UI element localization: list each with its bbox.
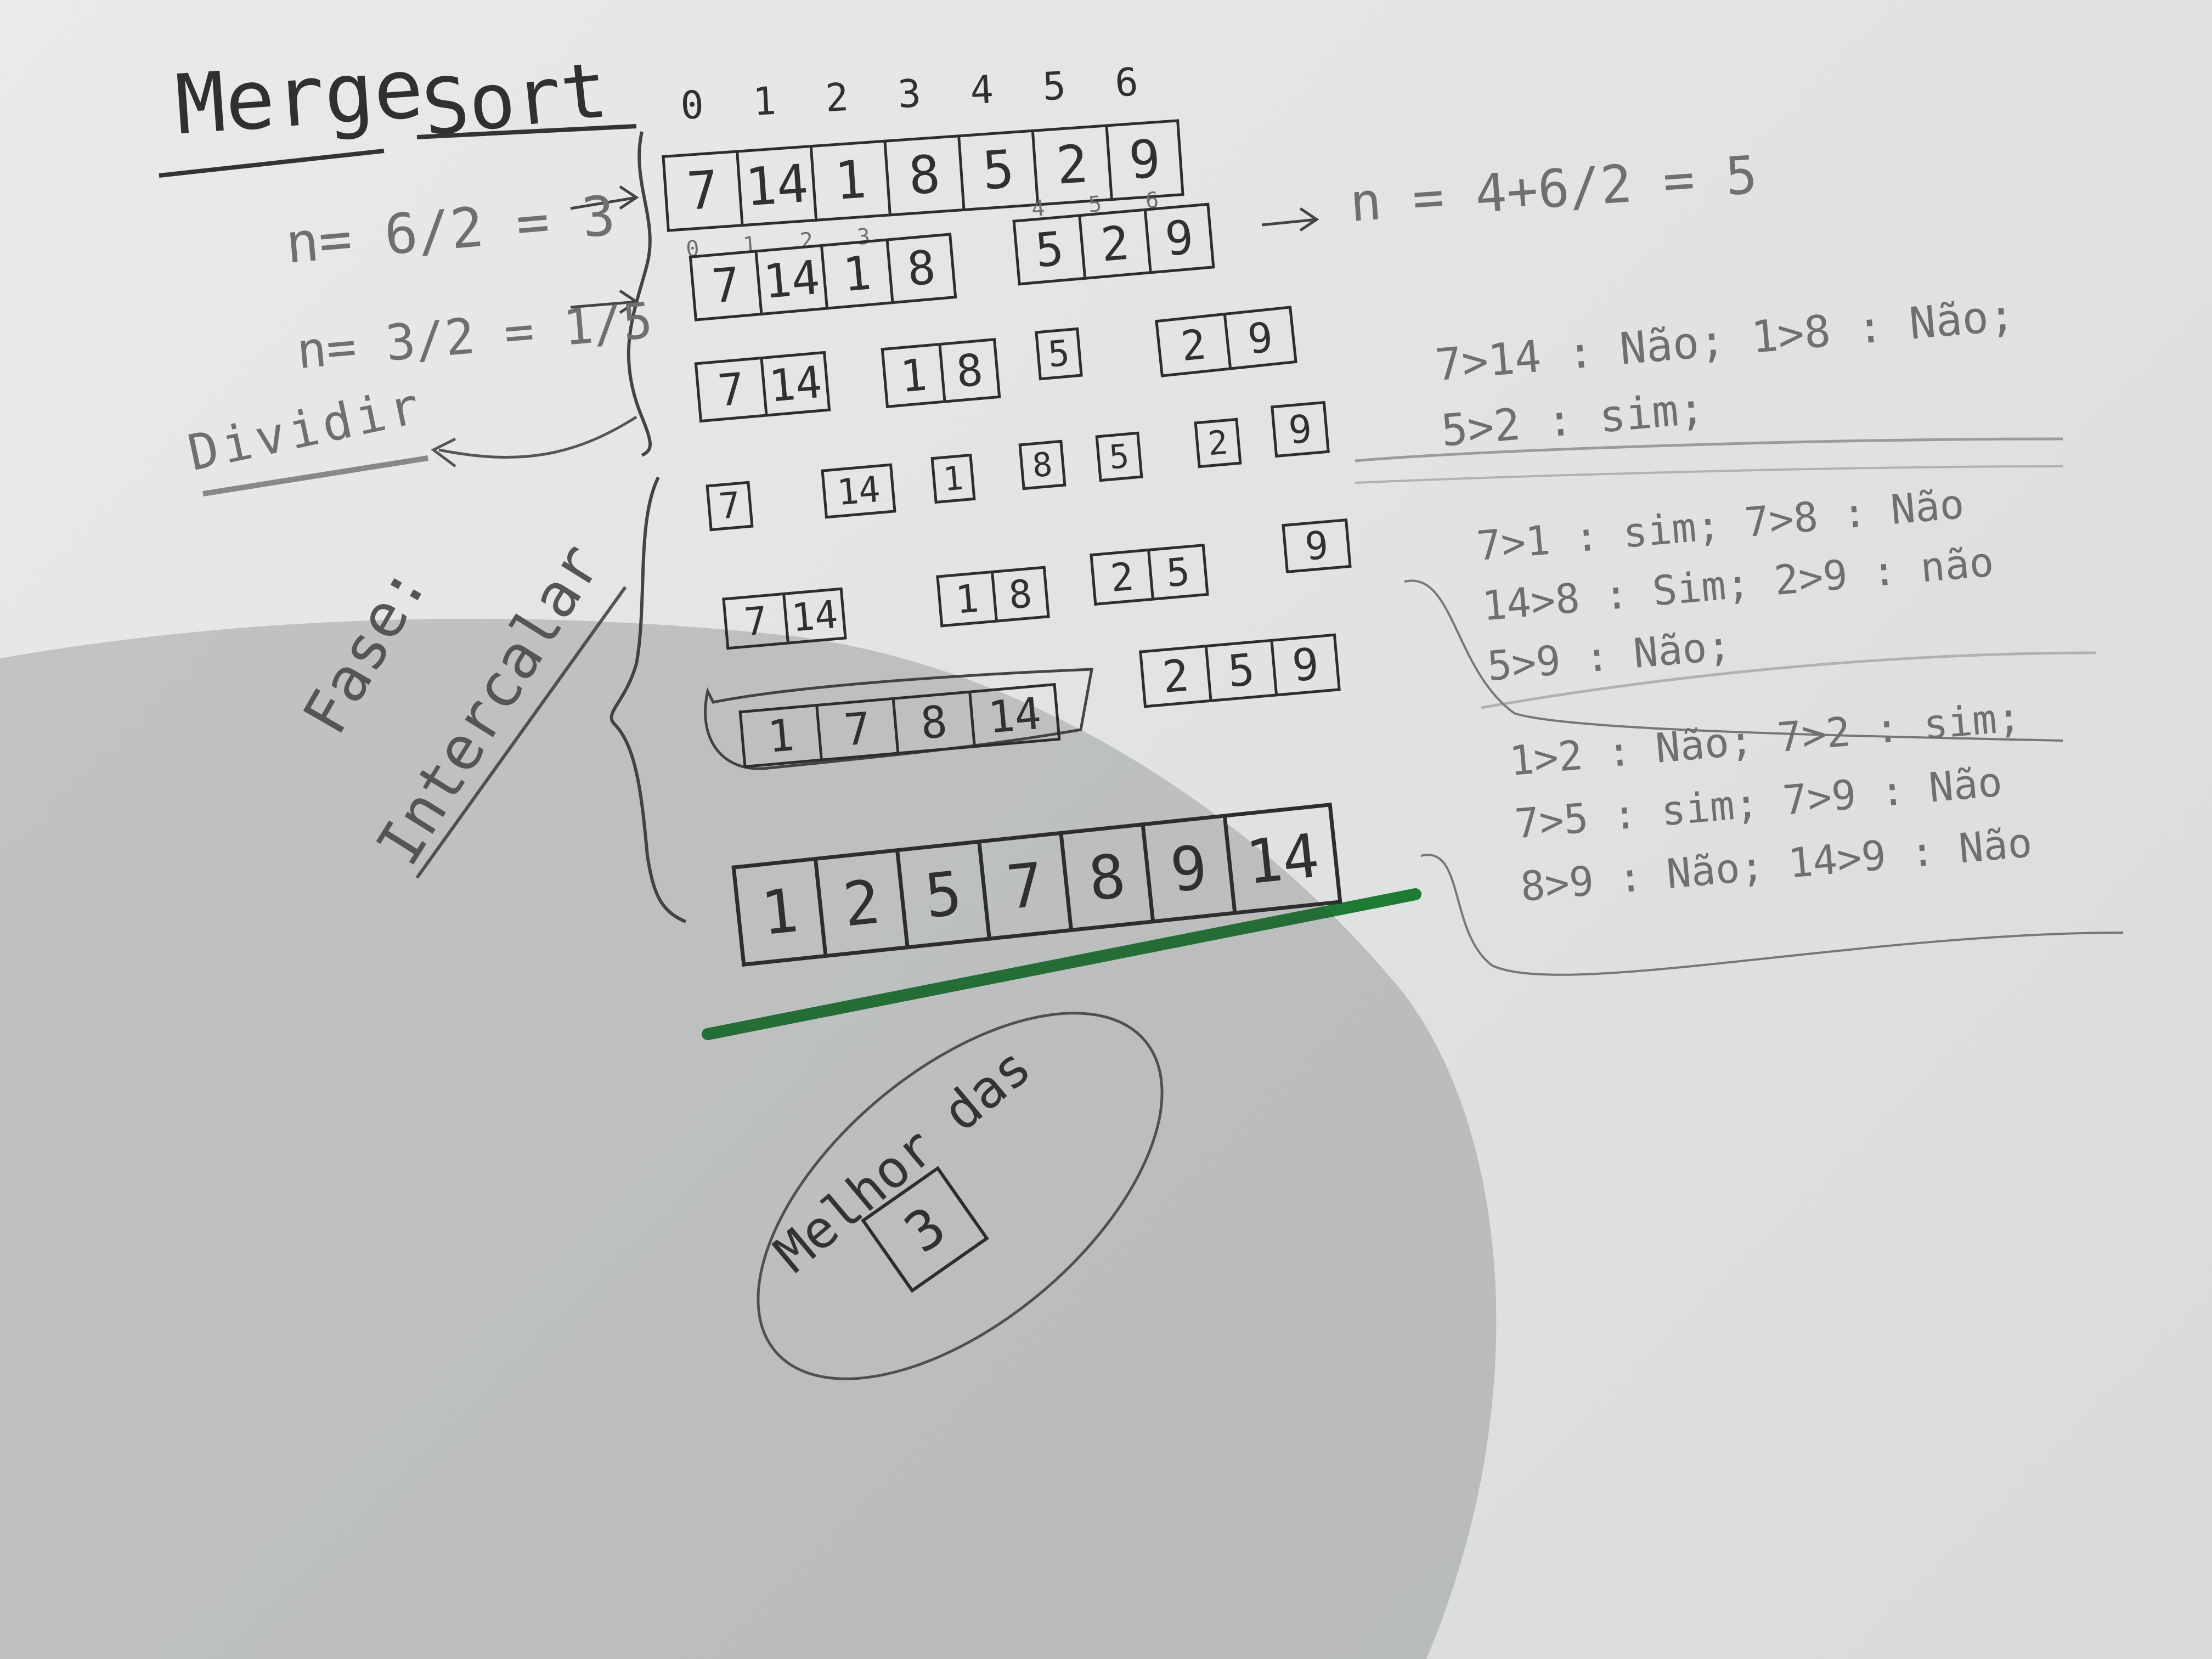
- array-cell: 7: [706, 481, 754, 532]
- array-cell: 2: [1077, 208, 1150, 280]
- array-cell: 5: [1035, 327, 1083, 381]
- array-cell: 1: [738, 704, 821, 769]
- merge1-c: 2 5: [1090, 544, 1209, 606]
- single-8: 8: [1018, 439, 1066, 490]
- array-cell: 2: [813, 848, 906, 958]
- array-cell: 8: [938, 338, 1001, 403]
- index-1: 1: [752, 78, 777, 125]
- array-cell: 7: [977, 831, 1070, 941]
- intercalar-slash: [415, 586, 627, 879]
- array-cell: 2: [1139, 645, 1210, 708]
- sort-underline: [416, 124, 637, 139]
- arrow-3: [1261, 207, 1319, 232]
- single-5: 5: [1095, 431, 1143, 482]
- array-cell: 5: [1204, 639, 1276, 703]
- index-6: 6: [1114, 59, 1139, 106]
- array-cell: 9: [1270, 633, 1341, 697]
- array-cell: 5: [895, 839, 988, 950]
- array-cell: 14: [821, 463, 896, 519]
- array-cell: 1: [881, 343, 944, 408]
- separator-3: [1481, 651, 2096, 709]
- green-underline: [702, 888, 1421, 1040]
- single-9: 9: [1271, 400, 1330, 458]
- array-cell: 5: [1012, 214, 1084, 286]
- array-cell: 8: [885, 233, 957, 304]
- single-14: 14: [821, 463, 896, 519]
- array-cell: 7: [662, 150, 741, 232]
- single-2: 2: [1194, 417, 1242, 469]
- array-cell: 7: [694, 357, 765, 423]
- connector-group3: [1420, 854, 2124, 976]
- separator-1: [1355, 437, 2063, 462]
- arrow-2: [570, 289, 639, 314]
- array-cell: 14: [1222, 803, 1342, 915]
- array-cell: 14: [754, 244, 826, 316]
- connector-group2: [1404, 579, 2063, 742]
- index-4: 4: [969, 67, 995, 114]
- array-cell: 2: [1155, 313, 1229, 377]
- merge-underline: [159, 149, 385, 178]
- array-cell: 8: [990, 566, 1050, 623]
- array-cell: 1: [731, 857, 824, 967]
- array-cell: 5: [957, 129, 1037, 212]
- array-cell: 7: [689, 250, 760, 321]
- array-cell: 9: [1271, 400, 1330, 458]
- title-merge: Merge: [172, 41, 427, 154]
- array-cell: 8: [891, 690, 974, 755]
- single-7: 7: [706, 481, 754, 532]
- array-cell: 1: [936, 571, 996, 628]
- note-ellipse: [757, 1012, 1164, 1380]
- array-cell: 7: [722, 592, 787, 650]
- array-cell: 7: [815, 697, 897, 761]
- array-level2-b: 1 8: [881, 338, 1001, 408]
- array-cell: 8: [1059, 822, 1152, 933]
- array-cell: 1: [809, 139, 889, 222]
- array-cell: 14: [782, 587, 847, 645]
- divide-brace: [627, 131, 652, 457]
- array-level2-c: 5: [1035, 327, 1083, 381]
- array-cell: 1: [820, 238, 891, 310]
- arrow-1: [570, 185, 639, 210]
- array-level2-a: 7 14: [694, 351, 831, 423]
- merge-brace: [610, 476, 687, 923]
- dividir-underline: [202, 455, 428, 496]
- array-cell: 14: [968, 682, 1061, 748]
- merge1-a: 7 14: [722, 587, 847, 650]
- array-cell: 9: [1143, 202, 1215, 274]
- merge1-b: 1 8: [936, 566, 1050, 628]
- array-cell: 1: [930, 453, 976, 504]
- array-cell: 8: [1018, 439, 1066, 490]
- array-cell: 14: [735, 145, 815, 227]
- array-cell: 2: [1090, 549, 1152, 606]
- array-cell: 5: [1095, 431, 1143, 482]
- array-cell: 9: [1223, 306, 1297, 370]
- hand-shadow: [0, 618, 1497, 1659]
- index-5: 5: [1041, 63, 1067, 110]
- array-cell: 8: [883, 134, 963, 217]
- array-cell: 14: [760, 351, 831, 417]
- dividir-arrow: [431, 415, 637, 467]
- merge1-d: 9: [1282, 518, 1352, 574]
- index-0: 0: [679, 82, 705, 128]
- array-cell: 5: [1147, 544, 1209, 601]
- array-cell: 9: [1282, 518, 1352, 574]
- index-2: 2: [824, 74, 850, 121]
- separator-2: [1355, 465, 2063, 484]
- merge2-outline: [704, 668, 1094, 770]
- array-cell: 2: [1194, 417, 1242, 469]
- index-3: 3: [896, 70, 922, 117]
- single-1: 1: [930, 453, 976, 504]
- array-cell: 9: [1141, 814, 1233, 924]
